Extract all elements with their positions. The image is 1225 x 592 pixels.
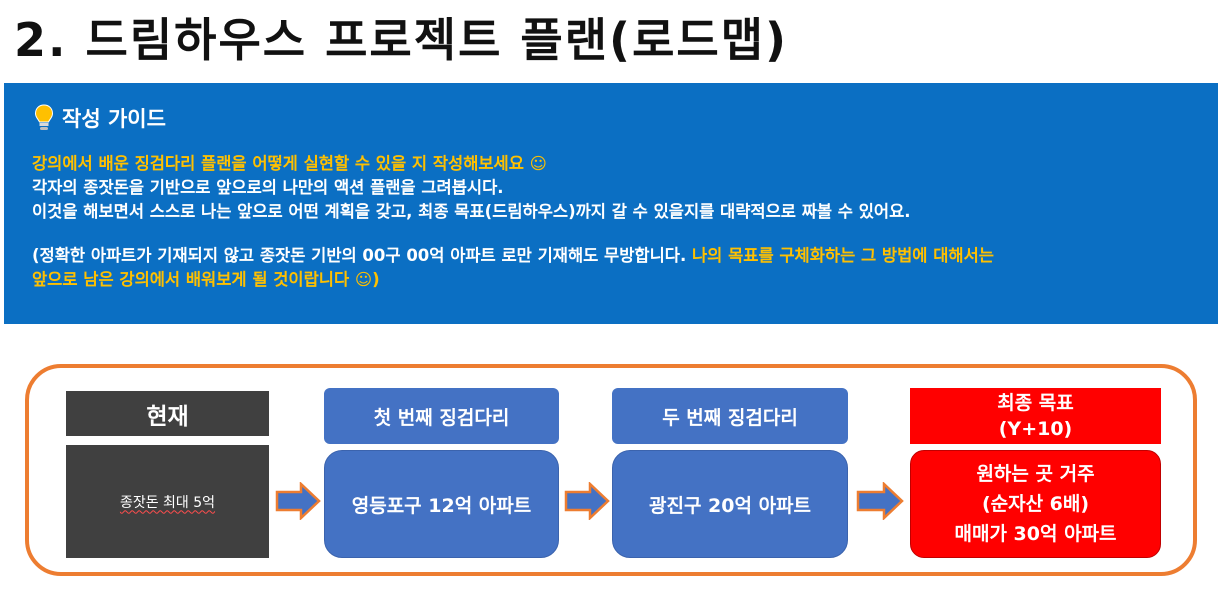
lightbulb-icon (34, 104, 54, 130)
guide-line-4-yellow: 나의 목표를 구체화하는 그 방법에 대해서는 (686, 246, 994, 265)
goal-value-line1: 원하는 곳 거주 (976, 463, 1095, 485)
current-header: 현재 (66, 391, 269, 436)
goal-header: 최종 목표 (Y+10) (910, 388, 1161, 444)
arrow-right-icon (856, 482, 904, 520)
step2-value: 광진구 20억 아파트 (612, 450, 848, 558)
goal-value: 원하는 곳 거주 (순자산 6배) 매매가 30억 아파트 (910, 450, 1161, 558)
guide-line-3: 이것을 해보면서 스스로 나는 앞으로 어떤 계획을 갖고, 최종 목표(드림하… (32, 202, 911, 221)
guide-text: 강의에서 배운 징검다리 플랜을 어떻게 실현할 수 있을 지 작성해보세요 ☺… (32, 152, 1218, 292)
roadmap-frame (25, 364, 1197, 576)
guide-line-4: (정확한 아파트가 기재되지 않고 종잣돈 기반의 00구 00억 아파트 로만… (32, 244, 1218, 268)
step2-header: 두 번째 징검다리 (612, 388, 848, 444)
current-value: 종잣돈 최대 5억 (66, 445, 269, 558)
guide-line-2: 각자의 종잣돈을 기반으로 앞으로의 나만의 액션 플랜을 그려봅시다. (32, 178, 504, 197)
guide-heading: 작성 가이드 (34, 103, 1218, 133)
goal-value-line2: (순자산 6배) (981, 493, 1090, 515)
step1-value: 영등포구 12억 아파트 (324, 450, 559, 558)
arrow-right-icon (275, 482, 321, 520)
goal-header-line1: 최종 목표 (997, 392, 1074, 414)
guide-panel: 작성 가이드 강의에서 배운 징검다리 플랜을 어떻게 실현할 수 있을 지 작… (4, 83, 1218, 324)
current-value-text: 종잣돈 최대 5억 (119, 494, 216, 511)
goal-header-line2: (Y+10) (998, 418, 1073, 440)
goal-value-line3: 매매가 30억 아파트 (954, 523, 1117, 545)
guide-line-5: 앞으로 남은 강의에서 배워보게 될 것이랍니다 ☺) (32, 270, 380, 289)
guide-heading-text: 작성 가이드 (62, 107, 166, 131)
page-title: 2. 드림하우스 프로젝트 플랜(로드맵) (14, 13, 789, 67)
arrow-right-icon (564, 482, 610, 520)
guide-line-4-white: (정확한 아파트가 기재되지 않고 종잣돈 기반의 00구 00억 아파트 로만… (32, 246, 687, 265)
step1-header: 첫 번째 징검다리 (324, 388, 559, 444)
guide-line-1: 강의에서 배운 징검다리 플랜을 어떻게 실현할 수 있을 지 작성해보세요 ☺ (32, 154, 547, 173)
